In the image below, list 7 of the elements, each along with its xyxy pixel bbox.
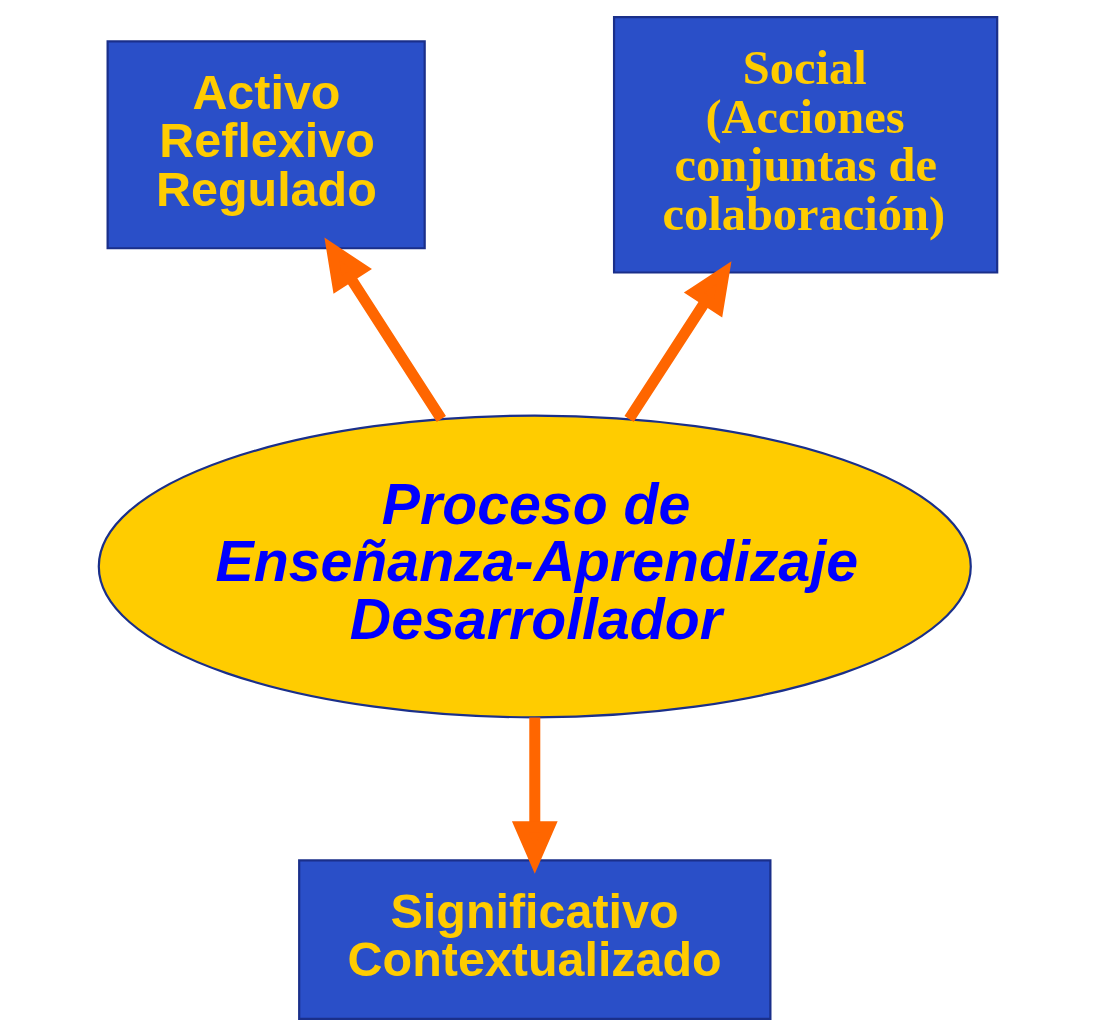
node-box: Significativo Contextualizado: [297, 859, 771, 1021]
arrow: [624, 261, 731, 422]
arrow: [323, 237, 446, 423]
node-ellipse: Proceso de Enseñanza-Aprendizaje Desarrollador: [97, 414, 972, 719]
arrow: [511, 717, 558, 874]
node-box: Social (Acciones conjuntas de colaboración): [612, 15, 998, 274]
node-box: Activo Reflexivo Regulado: [106, 40, 426, 250]
